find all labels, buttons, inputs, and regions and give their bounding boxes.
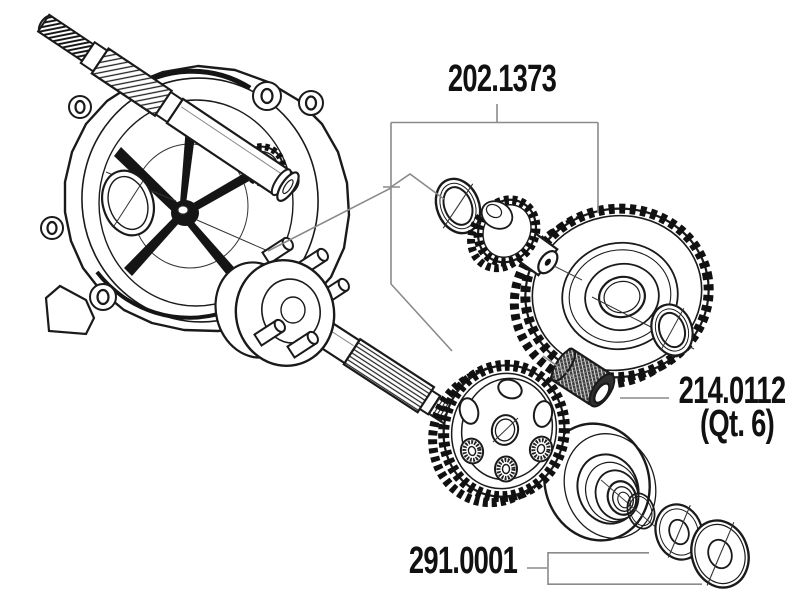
part-pinion-gear: [467, 195, 583, 281]
part-small-washer: [650, 303, 694, 357]
part-hub-output-shaft: [214, 236, 471, 434]
part-secondary-gear: [428, 359, 570, 508]
label-214-qty: (Qt. 6): [699, 403, 775, 445]
part-o-ring: [626, 492, 656, 530]
part-clutch-drum: [543, 422, 660, 542]
part-roller-bushing: [549, 347, 616, 408]
callout-214-lines: [542, 355, 669, 399]
part-axle-shaft: [36, 13, 300, 202]
label-202-1373: 202.1373: [447, 58, 557, 100]
part-thrust-washer: [434, 177, 482, 235]
label-291-0001: 291.0001: [408, 540, 518, 582]
callout-202-lines: [267, 104, 599, 352]
callout-291-lines: [527, 551, 702, 586]
part-spacer-washer-2: [690, 519, 750, 589]
wheel-studs-front: [253, 318, 319, 359]
label-214-0112: 214.0112: [678, 370, 787, 412]
needle-bearings: [459, 435, 554, 483]
